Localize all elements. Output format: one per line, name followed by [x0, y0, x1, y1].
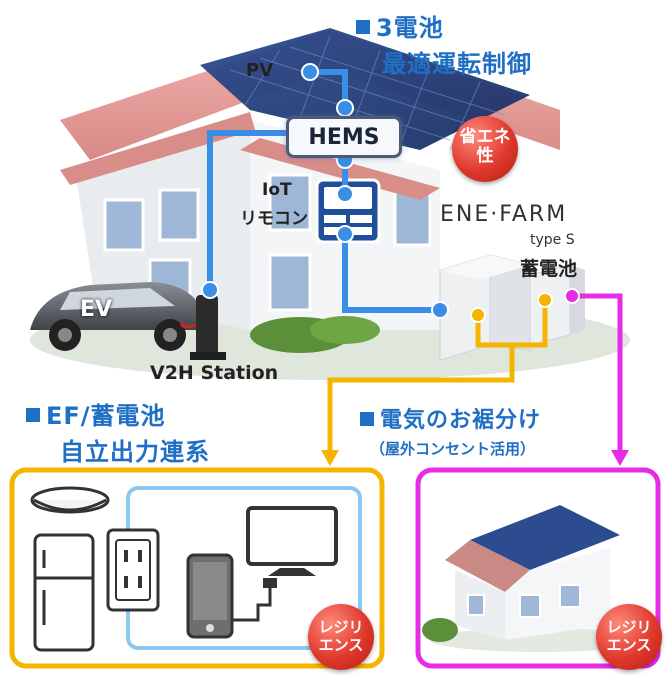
- refrigerator-icon: [33, 533, 95, 652]
- optimal-control-title-line2: 最適運転制御: [382, 50, 532, 78]
- energy-saving-badge-line1: 省エネ: [459, 127, 511, 147]
- optimal-control-title-line1: 3電池: [356, 8, 444, 43]
- energy-saving-badge-line2: 性: [476, 146, 494, 166]
- bullet-square-icon: [356, 20, 370, 34]
- pv-label: PV: [246, 60, 274, 81]
- bullet-square-icon: [360, 412, 374, 426]
- magenta-arrowhead: [611, 450, 629, 466]
- v2h-station-label: V2H Station: [150, 362, 279, 384]
- ev-car-illustration: [30, 282, 205, 351]
- resilience-badge-right-line1: レジリ: [606, 618, 652, 636]
- blue-connection-dots: [201, 63, 449, 319]
- hems-box: HEMS: [286, 116, 402, 158]
- bullet-square-icon: [26, 408, 40, 422]
- magenta-connection-line: [569, 293, 623, 458]
- hems-label: HEMS: [308, 124, 380, 150]
- independent-output-title-line1: EF/蓄電池: [26, 396, 166, 431]
- iot-label-line1: IoT: [262, 180, 292, 200]
- power-sharing-subtitle: （屋外コンセント活用）: [370, 440, 536, 458]
- resilience-badge-right-line2: エンス: [606, 636, 652, 654]
- iot-label-line2: リモコン: [240, 209, 308, 229]
- enefarm-type-label: type S: [530, 232, 575, 248]
- orange-arrowhead: [321, 450, 339, 466]
- independent-output-title-line2: 自立出力連系: [60, 438, 210, 466]
- resilience-badge-left-line2: エンス: [318, 636, 364, 654]
- energy-saving-badge: 省エネ 性: [452, 116, 518, 182]
- resilience-badge-left: レジリ エンス: [308, 604, 374, 670]
- ceiling-light-icon: [30, 486, 110, 514]
- power-outlet-icon: [106, 528, 160, 612]
- house-small-illustration: [422, 505, 650, 652]
- tv-icon: [246, 506, 338, 576]
- power-sharing-title: 電気のお裾分け: [360, 402, 541, 434]
- smartphone-icon: [186, 553, 277, 639]
- v2h-station-illustration: [180, 295, 226, 360]
- orange-connection-lines: [327, 297, 548, 458]
- iot-remote-device: [315, 178, 381, 244]
- ev-label: EV: [80, 297, 113, 322]
- resilience-badge-left-line1: レジリ: [318, 618, 364, 636]
- enefarm-logo: ENE·FARM: [440, 202, 568, 227]
- storage-battery-label: 蓄電池: [520, 258, 578, 280]
- resilience-badge-right: レジリ エンス: [596, 604, 662, 670]
